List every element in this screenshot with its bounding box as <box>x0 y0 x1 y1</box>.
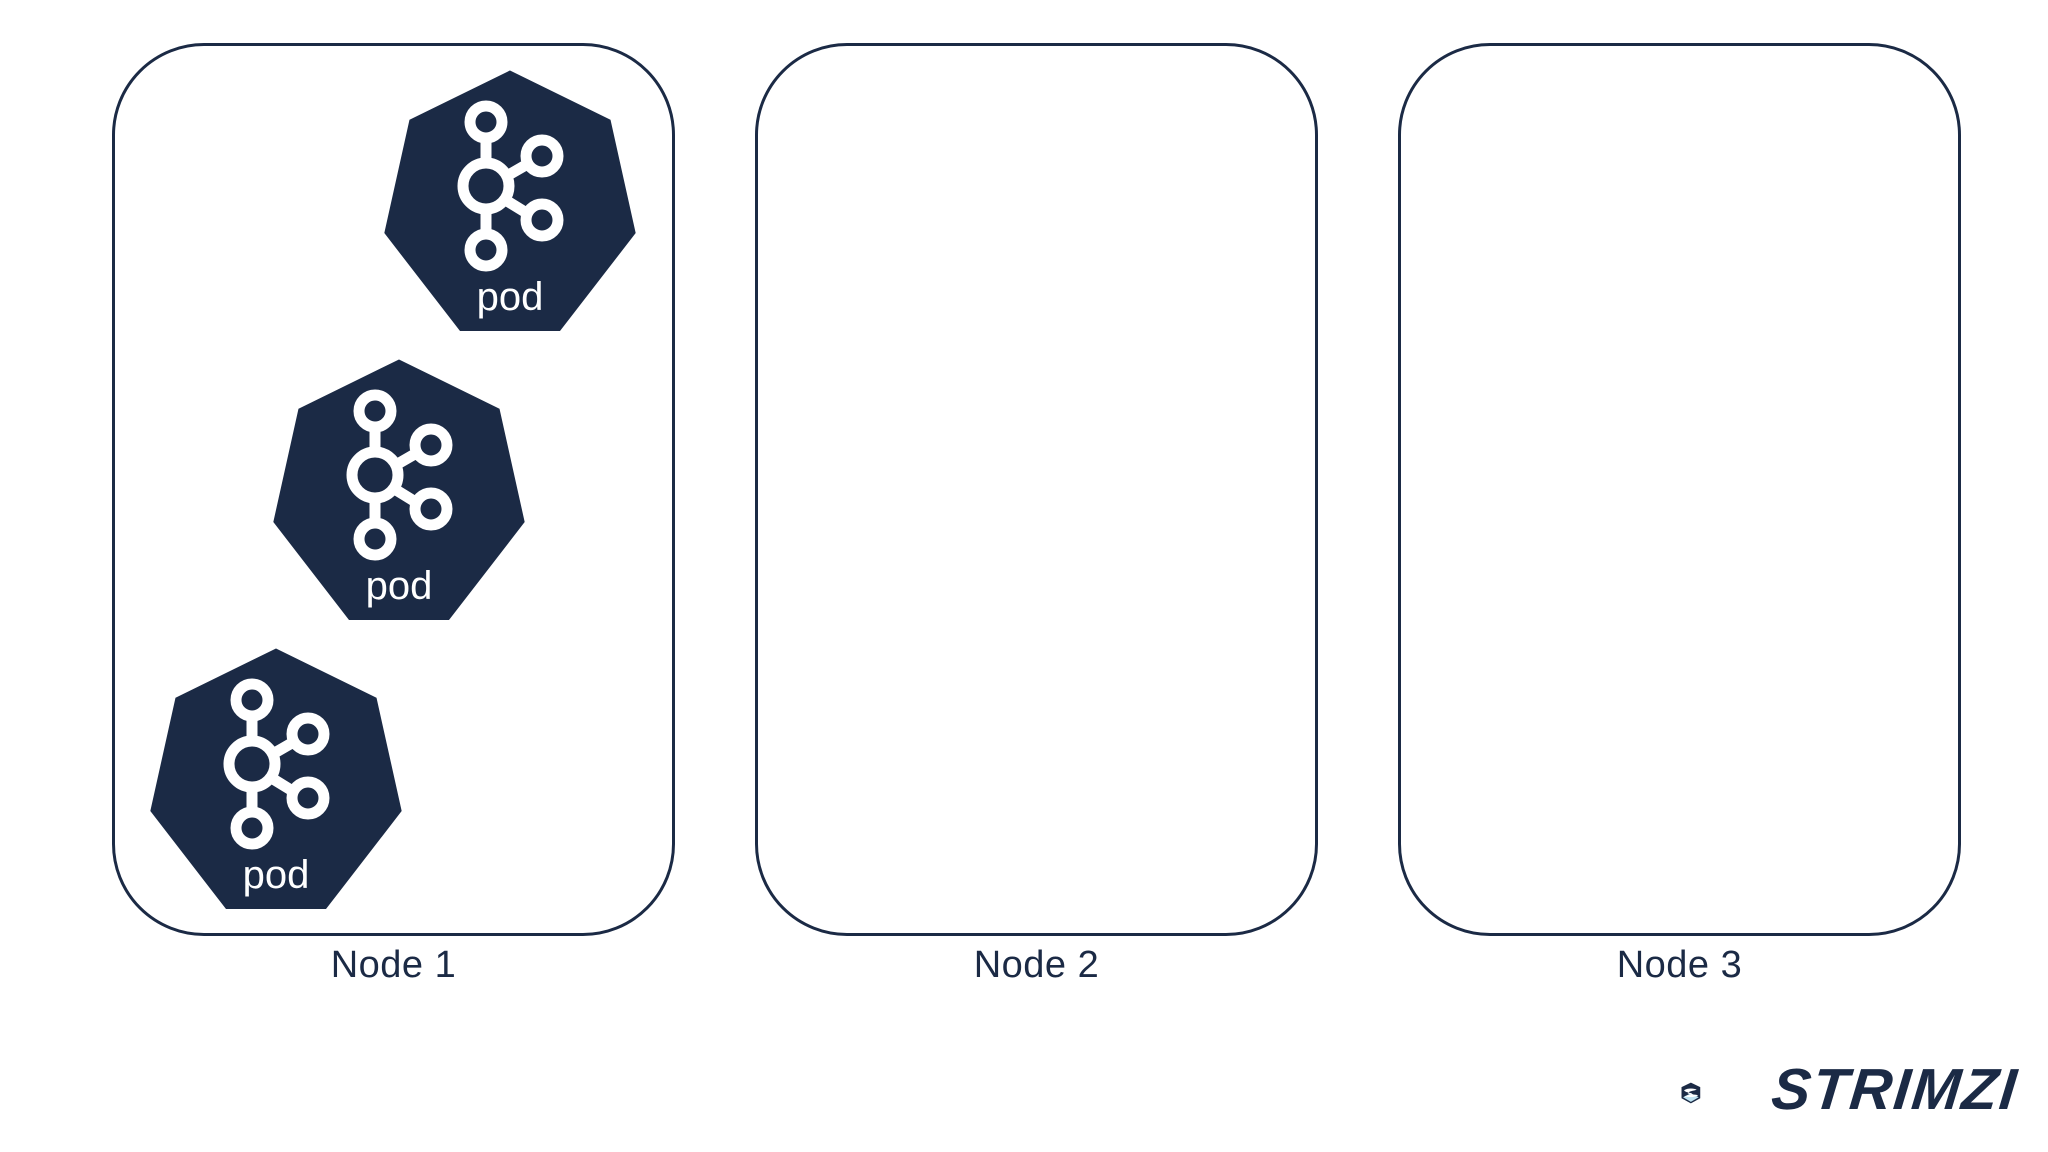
pod-2-label: pod <box>366 564 433 608</box>
strimzi-logo: STRIMZI <box>1680 1050 2022 1136</box>
kafka-icon <box>223 678 330 850</box>
kafka-icon <box>346 389 453 561</box>
pod-1: pod <box>370 62 650 350</box>
node-1-label: Node 1 <box>330 944 457 986</box>
strimzi-logo-icon <box>1681 1082 1701 1104</box>
strimzi-wordmark: STRIMZI <box>1768 1057 2022 1122</box>
node-3-label: Node 3 <box>1616 944 1743 986</box>
pod-2: pod <box>259 351 539 639</box>
pod-1-label: pod <box>477 275 544 319</box>
pod-3: pod <box>136 640 416 928</box>
kafka-icon <box>457 100 564 272</box>
node-2-box <box>755 43 1318 936</box>
node-3-box <box>1398 43 1961 936</box>
node-2-label: Node 2 <box>973 944 1100 986</box>
pod-3-label: pod <box>243 853 310 897</box>
